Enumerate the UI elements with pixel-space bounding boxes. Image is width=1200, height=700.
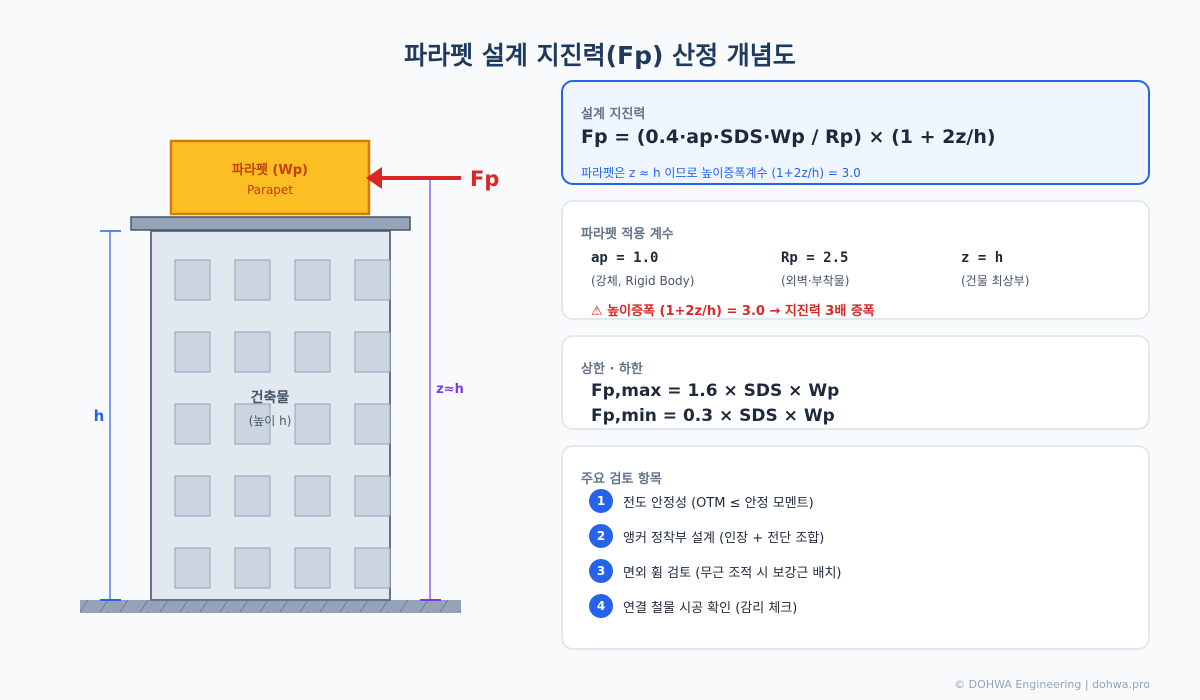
roof-slab	[130, 216, 411, 231]
coefficients-card: 파라펫 적용 계수 ap = 1.0 (강체, Rigid Body) Rp =…	[561, 200, 1150, 320]
design-force-formula: Fp = (0.4·ap·SDS·Wp / Rp) × (1 + 2z/h)	[581, 126, 996, 148]
arrow-head-icon	[366, 167, 382, 189]
check-item: 2 앵커 정착부 설계 (인장 + 전단 조합)	[589, 524, 824, 548]
number-badge: 4	[589, 594, 613, 618]
card-label: 파라펫 적용 계수	[581, 227, 674, 242]
z-label: z≈h	[436, 382, 464, 397]
number-badge: 1	[589, 489, 613, 513]
checks-card: 주요 검토 항목 1 전도 안정성 (OTM ≤ 안정 모멘트) 2 앵커 정착…	[561, 445, 1150, 650]
height-label: h	[94, 407, 105, 425]
check-item: 4 연결 철물 시공 확인 (감리 체크)	[589, 594, 797, 618]
building-sublabel: (높이 h)	[249, 414, 292, 428]
coefficient-z: z = h (건물 최상부)	[961, 250, 1029, 289]
building-windows	[174, 259, 391, 589]
card-label: 주요 검토 항목	[581, 472, 662, 487]
fp-max-formula: Fp,max = 1.6 × SDS × Wp	[591, 381, 840, 401]
card-label: 상한 · 하한	[581, 362, 643, 377]
footer-credit: © DOHWA Engineering | dohwa.pro	[954, 678, 1150, 691]
check-item-text: 면외 휨 검토 (무근 조적 시 보강근 배치)	[623, 565, 842, 581]
fp-min-formula: Fp,min = 0.3 × SDS × Wp	[591, 406, 835, 426]
limits-card: 상한 · 하한 Fp,max = 1.6 × SDS × Wp Fp,min =…	[561, 335, 1150, 430]
check-item-text: 전도 안정성 (OTM ≤ 안정 모멘트)	[623, 495, 814, 511]
height-dimension: h	[94, 230, 121, 601]
force-label: Fp	[470, 167, 499, 191]
check-item-text: 연결 철물 시공 확인 (감리 체크)	[623, 600, 798, 616]
card-label: 설계 지진력	[581, 107, 646, 122]
force-arrow: Fp	[366, 167, 499, 191]
number-badge: 2	[589, 524, 613, 548]
amplification-note: 파라펫은 z ≈ h 이므로 높이증폭계수 (1+2z/h) = 3.0	[581, 166, 861, 180]
building: 건축물 (높이 h)	[150, 230, 391, 601]
design-force-card: 설계 지진력 Fp = (0.4·ap·SDS·Wp / Rp) × (1 + …	[561, 80, 1150, 185]
check-item: 1 전도 안정성 (OTM ≤ 안정 모멘트)	[589, 489, 814, 513]
parapet-sublabel: Parapet	[247, 183, 293, 197]
coefficient-key: ap = 1.0	[591, 250, 659, 266]
parapet-diagram: 건축물 (높이 h) 파라펫 (Wp) Parapet h z≈h Fp	[80, 139, 499, 613]
coefficient-key: z = h	[961, 250, 1004, 266]
amplification-warning: ⚠ 높이증폭 (1+2z/h) = 3.0 → 지진력 3배 증폭	[591, 304, 875, 319]
coefficient-key: Rp = 2.5	[781, 250, 849, 266]
number-badge: 3	[589, 559, 613, 583]
page-title: 파라펫 설계 지진력(Fp) 산정 개념도	[404, 41, 796, 70]
coefficient-ap: ap = 1.0 (강체, Rigid Body)	[591, 250, 694, 289]
ground	[80, 600, 461, 613]
coefficient-rp: Rp = 2.5 (외벽·부착물)	[781, 250, 849, 289]
z-dimension: z≈h	[420, 177, 464, 601]
coefficient-desc: (강체, Rigid Body)	[591, 274, 695, 288]
parapet-label: 파라펫 (Wp)	[232, 162, 308, 178]
coefficient-desc: (건물 최상부)	[961, 274, 1030, 288]
building-label: 건축물	[251, 389, 290, 406]
check-item-text: 앵커 정착부 설계 (인장 + 전단 조합)	[623, 530, 825, 546]
coefficient-desc: (외벽·부착물)	[781, 274, 850, 288]
parapet: 파라펫 (Wp) Parapet	[169, 139, 371, 216]
check-item: 3 면외 휨 검토 (무근 조적 시 보강근 배치)	[589, 559, 841, 583]
